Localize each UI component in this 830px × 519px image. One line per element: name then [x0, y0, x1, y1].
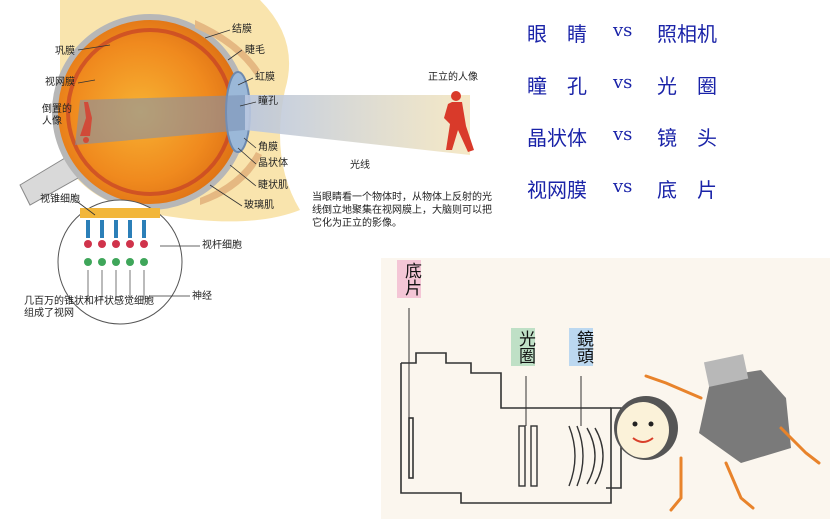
- label-light: 光线: [350, 160, 370, 171]
- comparison-right: 镜 头: [657, 126, 717, 150]
- leader-lines: [74, 29, 257, 297]
- label-cells-note: 几百万的锥状和杆状感觉细胞组成了视网: [24, 296, 154, 319]
- comparison-left: 视网膜: [527, 178, 587, 202]
- cartoon-camera: [614, 354, 821, 512]
- comparison-right: 照相机: [657, 22, 717, 46]
- label-vitreous: 玻璃肌: [244, 200, 274, 211]
- comparison-vs: vs: [613, 124, 633, 145]
- comparison-left: 瞳 孔: [527, 74, 587, 98]
- comparison-left: 晶状体: [527, 126, 587, 150]
- lens-elements: [568, 425, 604, 487]
- aperture-plates: [518, 425, 538, 487]
- upright-figure: [444, 91, 474, 152]
- comparison-right: 光 圈: [657, 74, 717, 98]
- label-conjunctiva: 结膜: [232, 24, 252, 35]
- label-lens: 晶状体: [258, 158, 288, 169]
- label-pupil: 瞳孔: [258, 96, 278, 107]
- light-beam: [245, 95, 470, 155]
- eye-description: 当眼睛看一个物体时，从物体上反射的光线倒立地聚集在视网膜上，大脑则可以把它化为正…: [312, 192, 492, 229]
- inverted-figure: [80, 102, 92, 143]
- label-nerve: 神经: [192, 291, 212, 302]
- comparison-row: 眼 睛 vs 照相机: [527, 18, 737, 46]
- camera-illustration: [400, 308, 821, 512]
- label-cornea: 角膜: [258, 142, 278, 153]
- label-cone-cells: 视锥细胞: [40, 194, 80, 205]
- comparison-vs: vs: [613, 72, 633, 93]
- lower-eyelid: [200, 152, 262, 205]
- comparison-vs: vs: [613, 20, 633, 41]
- retina-cells: [80, 208, 160, 300]
- camera-outline: [400, 352, 622, 504]
- label-sclera: 巩膜: [55, 46, 75, 57]
- label-ciliary-muscle: 睫状肌: [258, 180, 288, 191]
- comparison-row: 视网膜 vs 底 片: [527, 174, 737, 202]
- comparison-right: 底 片: [657, 178, 717, 202]
- label-rod-cells: 视杆细胞: [202, 240, 242, 251]
- lens-tag: 鏡頭: [569, 328, 593, 366]
- comparison-row: 晶状体 vs 镜 头: [527, 122, 737, 150]
- label-retina: 视网膜: [45, 77, 75, 88]
- eye-anatomy-illustration: [19, 0, 474, 325]
- comparison-row: 瞳 孔 vs 光 圈: [527, 70, 737, 98]
- comparison-left: 眼 睛: [527, 22, 587, 46]
- upper-eyelid: [195, 20, 260, 75]
- label-eyelash: 睫毛: [245, 45, 265, 56]
- inner-light-cone: [75, 95, 245, 145]
- camera-panel: 底片 光圈 鏡頭: [381, 258, 830, 519]
- label-inverted-image: 倒置的人像: [42, 104, 72, 127]
- aperture-tag: 光圈: [511, 328, 535, 366]
- comparison-vs: vs: [613, 176, 633, 197]
- film-tag: 底片: [397, 260, 421, 298]
- pointer-lines: [408, 308, 582, 426]
- label-iris: 虹膜: [255, 72, 275, 83]
- label-upright-image: 正立的人像: [428, 72, 478, 83]
